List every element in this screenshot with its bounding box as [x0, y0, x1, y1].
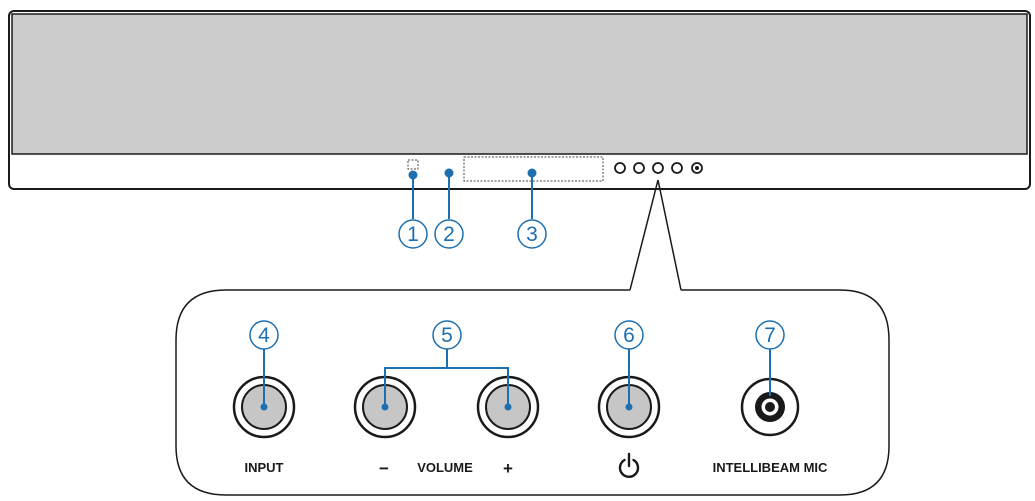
volume-label: VOLUME: [417, 460, 473, 475]
callout-1: 1: [398, 219, 428, 249]
front-indicators: [407, 156, 703, 182]
callout-5: 5: [381, 320, 512, 411]
power-icon-arc: [618, 458, 640, 478]
callout-7: 7: [755, 320, 785, 396]
callout-1-circle: [398, 219, 428, 249]
callout-4-number: 4: [258, 324, 270, 347]
callout-2-number: 2: [443, 223, 455, 246]
mic-jack-hole: [765, 402, 775, 412]
callout-3: 3: [517, 219, 547, 249]
callout-1-number: 1: [407, 223, 419, 246]
body-button-volume-minus: [633, 162, 645, 174]
body-button-volume-plus: [652, 162, 664, 174]
callout-4-circle: [249, 320, 279, 350]
body-mic-jack-center: [695, 166, 699, 170]
volume-plus-label: +: [503, 459, 513, 478]
callout-5-number: 5: [441, 324, 453, 347]
soundbar-body: [8, 10, 1031, 190]
leader-dot-4: [260, 403, 268, 411]
callout-7-number: 7: [764, 324, 776, 347]
input-label: INPUT: [245, 460, 284, 475]
callout-5-circle: [432, 320, 462, 350]
callout-6-number: 6: [623, 324, 635, 347]
body-button-input: [614, 162, 626, 174]
callout-3-circle: [517, 219, 547, 249]
leader-dot-5-plus: [504, 403, 512, 411]
volume-minus-label: −: [379, 459, 389, 478]
zoom-pointer-right: [657, 179, 682, 291]
callout-6-circle: [614, 320, 644, 350]
front-display-window: [463, 156, 604, 182]
leader-dot-5-minus: [381, 403, 389, 411]
leader-dot-6: [625, 403, 633, 411]
callout-6: 6: [614, 320, 644, 411]
callout-4: 4: [249, 320, 279, 411]
speaker-grille: [11, 13, 1028, 155]
zoom-pointer-left: [629, 179, 659, 291]
callout-3-number: 3: [526, 223, 538, 246]
ir-sensor: [407, 159, 419, 170]
intellibeam-mic-label: INTELLIBEAM MIC: [713, 460, 828, 475]
body-leader-lines: [408, 168, 537, 219]
callout-2: 2: [434, 219, 464, 249]
callout-7-circle: [755, 320, 785, 350]
body-button-power: [671, 162, 683, 174]
power-icon: [618, 452, 640, 478]
callout-2-circle: [434, 219, 464, 249]
